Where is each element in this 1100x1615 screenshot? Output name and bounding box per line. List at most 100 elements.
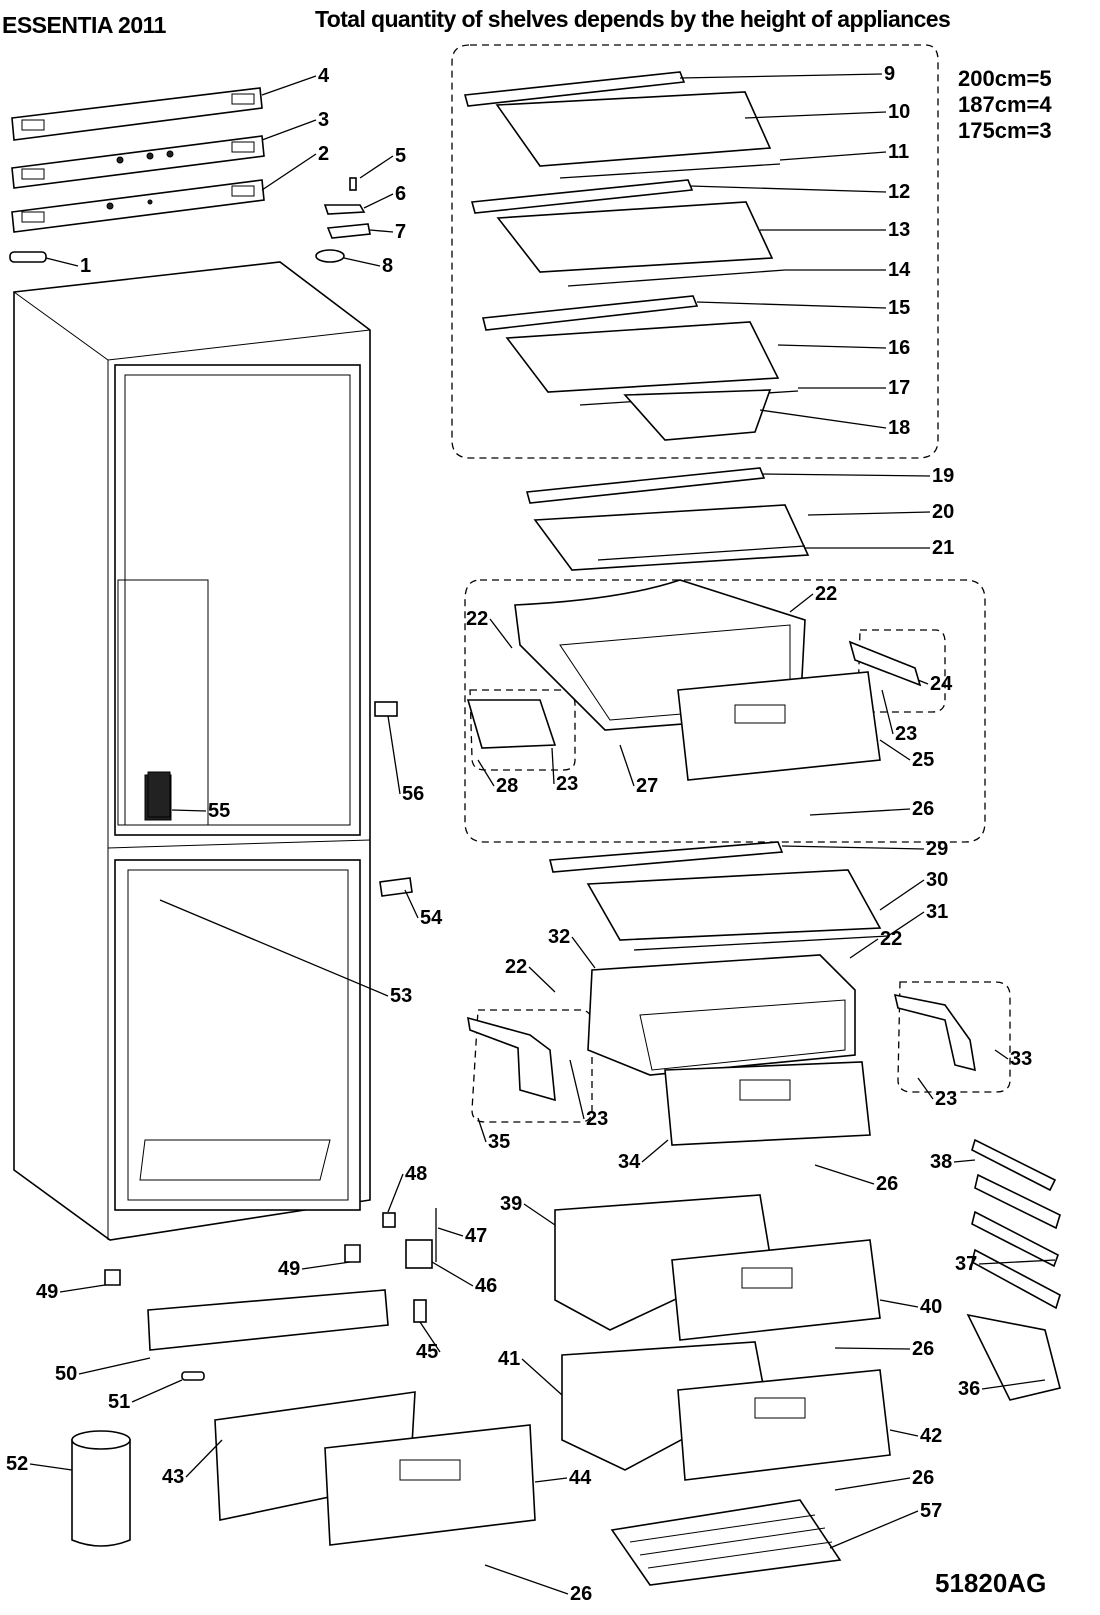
- part-6: [323, 204, 366, 215]
- callout-47: 47: [465, 1225, 487, 1247]
- leader-line: [879, 739, 911, 761]
- callout-16: 16: [888, 337, 910, 359]
- slide-35: [467, 1016, 556, 1102]
- leader-line: [523, 1203, 556, 1226]
- leader-line: [834, 1477, 911, 1491]
- leader-line: [829, 1510, 919, 1549]
- leader-line: [301, 1261, 351, 1270]
- leader-line: [437, 1227, 464, 1237]
- leader-line: [889, 1429, 919, 1437]
- callout-37: 37: [955, 1253, 977, 1275]
- leader-line: [261, 75, 317, 96]
- shelf-set-15-18: [482, 295, 799, 441]
- callout-45: 45: [416, 1341, 438, 1363]
- leader-line: [781, 845, 925, 850]
- drawer-front-34: [664, 1061, 871, 1146]
- slide-24: [848, 640, 922, 687]
- callout-22: 22: [466, 608, 488, 630]
- callout-1: 1: [80, 255, 91, 277]
- leader-line: [359, 155, 394, 179]
- leader-line: [404, 889, 419, 919]
- callout-50: 50: [55, 1363, 77, 1385]
- callout-9: 9: [884, 63, 895, 85]
- callout-26: 26: [876, 1173, 898, 1195]
- callout-19: 19: [932, 465, 954, 487]
- rails-36-38: [966, 1138, 1061, 1401]
- shelf-height-200: 200cm=5: [958, 66, 1052, 91]
- part-56: [374, 701, 398, 717]
- leader-line: [569, 1059, 585, 1120]
- leader-line: [551, 747, 555, 785]
- callout-23: 23: [895, 723, 917, 745]
- callout-6: 6: [395, 183, 406, 205]
- shelf-height-187: 187cm=4: [958, 92, 1052, 117]
- callout-22: 22: [505, 956, 527, 978]
- callout-20: 20: [932, 501, 954, 523]
- bin-39-40: [554, 1194, 881, 1341]
- kick-plate-50: [147, 1289, 389, 1351]
- leader-line: [978, 1259, 1056, 1265]
- leader-line: [528, 966, 556, 993]
- leader-line: [489, 618, 513, 649]
- callout-14: 14: [888, 259, 911, 281]
- callout-48: 48: [405, 1163, 427, 1185]
- callout-42: 42: [920, 1425, 942, 1447]
- callout-28: 28: [496, 775, 518, 797]
- shelf-set-19-21: [525, 467, 810, 571]
- callout-labels: 1234567891011121314151617181920212222222…: [6, 63, 1032, 1605]
- callout-29: 29: [926, 838, 948, 860]
- callout-55: 55: [208, 800, 230, 822]
- leader-line: [807, 511, 931, 516]
- crisper-front-25: [677, 671, 881, 781]
- leader-line: [387, 715, 401, 795]
- leader-line: [431, 1261, 474, 1287]
- leader-line: [45, 257, 79, 267]
- grille-55: [147, 771, 171, 818]
- leader-line: [261, 153, 317, 191]
- callout-25: 25: [912, 749, 934, 771]
- callout-11: 11: [888, 141, 909, 163]
- part-1: [9, 251, 47, 263]
- callout-8: 8: [382, 255, 393, 277]
- crisper-group-outline: [464, 579, 986, 843]
- leader-line: [59, 1284, 106, 1293]
- leader-line: [343, 257, 381, 267]
- leader-line: [777, 344, 887, 349]
- callout-53: 53: [390, 985, 412, 1007]
- leader-line: [261, 119, 317, 141]
- leader-line: [185, 1439, 223, 1478]
- callout-32: 32: [548, 926, 570, 948]
- callout-31: 31: [926, 901, 948, 923]
- callout-34: 34: [618, 1151, 641, 1173]
- leader-line: [849, 938, 879, 959]
- leader-line: [879, 1299, 919, 1308]
- callout-51: 51: [108, 1391, 130, 1413]
- callout-41: 41: [498, 1348, 520, 1370]
- part-7: [326, 223, 371, 239]
- leader-line: [953, 1159, 976, 1163]
- callout-36: 36: [958, 1378, 980, 1400]
- leader-line: [477, 759, 495, 787]
- callout-4: 4: [318, 65, 330, 87]
- leader-line: [879, 879, 925, 911]
- callout-18: 18: [888, 417, 910, 439]
- hinge-assembly: [382, 1208, 437, 1323]
- leader-line: [689, 185, 887, 193]
- leader-line: [814, 1164, 875, 1185]
- foot-49-right: [344, 1244, 361, 1263]
- leader-line: [761, 473, 931, 477]
- foot-49-left: [104, 1269, 121, 1286]
- callout-23: 23: [935, 1088, 957, 1110]
- callout-5: 5: [395, 145, 406, 167]
- callout-56: 56: [402, 783, 424, 805]
- callout-12: 12: [888, 181, 910, 203]
- slide-33: [893, 993, 976, 1072]
- callout-24: 24: [930, 673, 953, 695]
- shelf-group-outline: [451, 44, 939, 459]
- callout-52: 52: [6, 1453, 28, 1475]
- callout-26: 26: [912, 798, 934, 820]
- callout-49: 49: [36, 1281, 58, 1303]
- callout-49: 49: [278, 1258, 300, 1280]
- panel-2: [11, 179, 265, 233]
- callout-26: 26: [912, 1467, 934, 1489]
